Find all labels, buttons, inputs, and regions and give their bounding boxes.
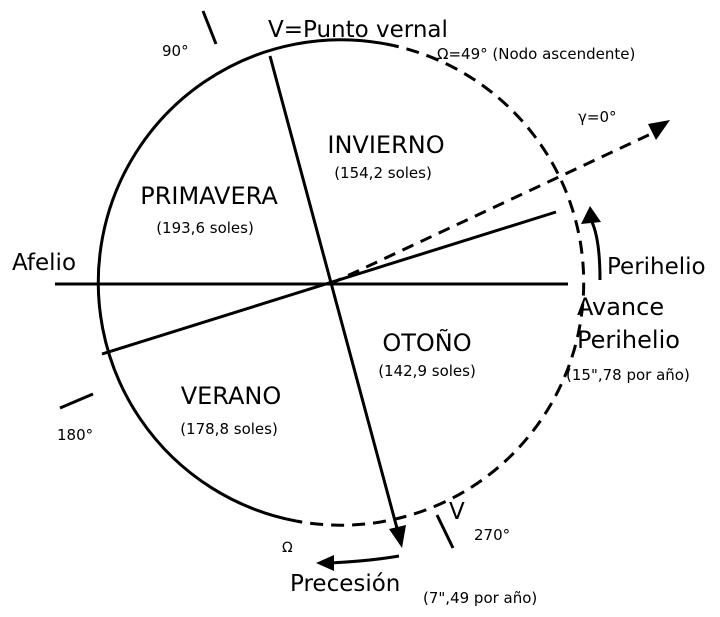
afelio-label: Afelio	[12, 250, 76, 276]
precession-arc	[329, 554, 400, 565]
season-invierno-name: INVIERNO	[327, 131, 444, 159]
season-verano-duration: (178,8 soles)	[180, 420, 278, 438]
avance-label: Avance	[577, 293, 664, 321]
season-primavera-duration: (193,6 soles)	[156, 219, 254, 237]
perihelio-label: Perihelio	[607, 254, 706, 280]
season-otono-duration: (142,9 soles)	[378, 362, 476, 380]
season-invierno-duration: (154,2 soles)	[334, 164, 432, 182]
gamma-label: γ=0°	[578, 108, 617, 126]
v-marker-label: V	[449, 499, 465, 525]
gamma-arrowhead	[648, 120, 670, 140]
orbit-dashed-arc	[295, 42, 586, 527]
orbit-solid-arc	[96, 38, 387, 523]
omega-marker-label: Ω	[282, 540, 293, 556]
precesion-label: Precesión	[290, 571, 400, 597]
avance-perihelio-label: Perihelio	[577, 326, 680, 354]
perihelion-advance-arc	[590, 221, 602, 281]
tick-180	[59, 392, 94, 410]
tick-270	[435, 514, 455, 549]
season-primavera-name: PRIMAVERA	[140, 182, 278, 210]
perihelion-advance-arrowhead	[581, 206, 601, 224]
precession-arrowhead	[316, 555, 334, 571]
season-boundary-line	[101, 210, 557, 356]
deg-90-label: 90°	[162, 42, 189, 60]
vernal-line	[268, 55, 400, 533]
nodo-ascendente-label: Ω=49° (Nodo ascendente)	[437, 45, 635, 63]
season-otono-name: OTOÑO	[382, 327, 471, 357]
season-verano-name: VERANO	[181, 382, 282, 410]
deg-180-label: 180°	[57, 426, 93, 444]
tick-90	[201, 10, 218, 45]
avance-rate-label: (15",78 por año)	[566, 366, 690, 384]
deg-270-label: 270°	[474, 526, 510, 544]
punto-vernal-label: V=Punto vernal	[268, 17, 448, 43]
vernal-arrowhead	[389, 525, 406, 548]
precesion-rate-label: (7",49 por año)	[423, 589, 537, 607]
